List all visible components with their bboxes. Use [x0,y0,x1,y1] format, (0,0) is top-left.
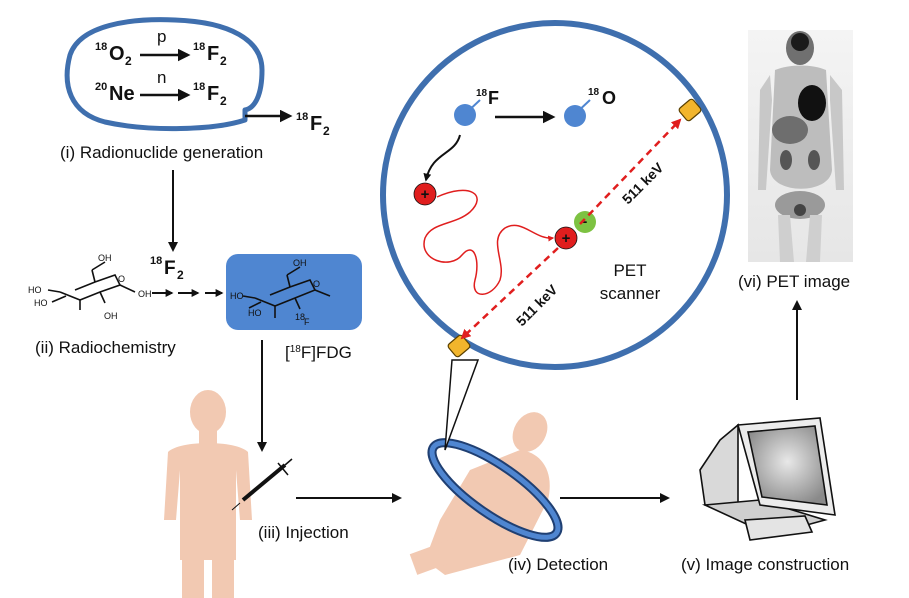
glucose-atom-oh-top: OH [98,253,112,263]
o2-mass: 18 [95,41,107,53]
zoom-callout [444,359,480,451]
glucose-atom-ho-left: HO [28,285,42,295]
reagent-mass: 18 [150,255,162,267]
f2-symbol-out: F [310,113,322,135]
crt-monitor-icon [699,417,836,541]
positron-initial [413,182,437,206]
ne-symbol: Ne [109,83,135,105]
f2-subscript-out: 2 [323,124,330,138]
stage-pet-image: (vi) PET image [738,30,853,291]
scanner-label-line2: scanner [600,284,661,303]
positron-annihilation [554,226,578,250]
decay-to-symbol: O [602,88,616,108]
fluorine-atom [454,104,476,126]
glucose-atom-ho-lower: HO [34,298,48,308]
decay-to-mass: 18 [588,87,600,98]
fdg-structure [242,266,331,318]
glucose-atom-oh-bottom: OH [104,311,118,321]
stage6-label: (vi) PET image [738,272,850,291]
fdg-ring-oxygen: O [313,279,320,289]
f2-mass-row2: 18 [193,81,205,93]
oxygen-atom [564,105,586,127]
glucose-structure [47,261,136,310]
stage2-label: (ii) Radiochemistry [35,338,176,357]
stage5-label: (v) Image construction [681,555,849,574]
gamma-ray-top [579,118,682,225]
f2-mass-out: 18 [296,111,308,123]
stage3-label: (iii) Injection [258,523,349,542]
fdg-fluorine-mass: 18 [295,312,305,322]
detector-top-right [678,98,702,122]
o2-subscript: 2 [125,54,132,68]
o2-symbol: O [109,43,125,65]
f2-symbol-row1: F [207,43,219,65]
glucose-ring-oxygen: O [118,274,125,284]
fdg-label: [18F]FDG [285,343,352,362]
f2-subscript-row1: 2 [220,54,227,68]
f2-symbol-row2: F [207,83,219,105]
electron-sign: - [583,213,588,229]
f2-mass-row1: 18 [193,41,205,53]
electron [574,211,596,233]
neutron-label: n [157,68,166,87]
fdg-atom-ho-left: HO [230,291,244,301]
stage-injection: (iii) Injection [164,390,349,598]
proton-label: p [157,27,166,46]
f2-subscript-row2: 2 [220,94,227,108]
ne-mass: 20 [95,81,107,93]
stage4-label: (iv) Detection [508,555,608,574]
reagent-symbol: F [164,258,176,279]
positron-path [423,189,555,295]
emission-arrow [423,134,461,182]
decay-from-symbol: F [488,88,499,108]
cyclotron-loop [64,17,265,132]
pet-scan-image [748,30,853,262]
stage-detection: 18 F 18 O + - + 511 keV 511 keV PET scan… [380,20,730,575]
positron-annihilation-sign: + [562,230,571,247]
stage-image-construction: (v) Image construction [681,417,849,574]
decay-from-mass: 18 [476,88,488,99]
fdg-atom-ho-lower: HO [248,308,262,318]
scanner-ring-on-body-inner [429,440,561,540]
positron-sign: + [421,186,430,203]
fdg-fluorine: F [304,317,310,327]
gamma-ray-bottom [460,247,559,340]
detector-bottom-left [447,334,471,358]
stage1-label: (i) Radionuclide generation [60,143,263,162]
fdg-box [226,254,362,330]
glucose-atom-oh-right: OH [138,289,152,299]
scanner-label-line1: PET [613,261,646,280]
stage-radiochemistry: OH HO HO OH OH O 18 F 2 OH HO HO O 18 F … [28,253,362,362]
syringe-icon [231,458,293,511]
human-body-standing [164,390,252,598]
fdg-atom-oh-top: OH [293,258,307,268]
reagent-subscript: 2 [177,268,184,282]
